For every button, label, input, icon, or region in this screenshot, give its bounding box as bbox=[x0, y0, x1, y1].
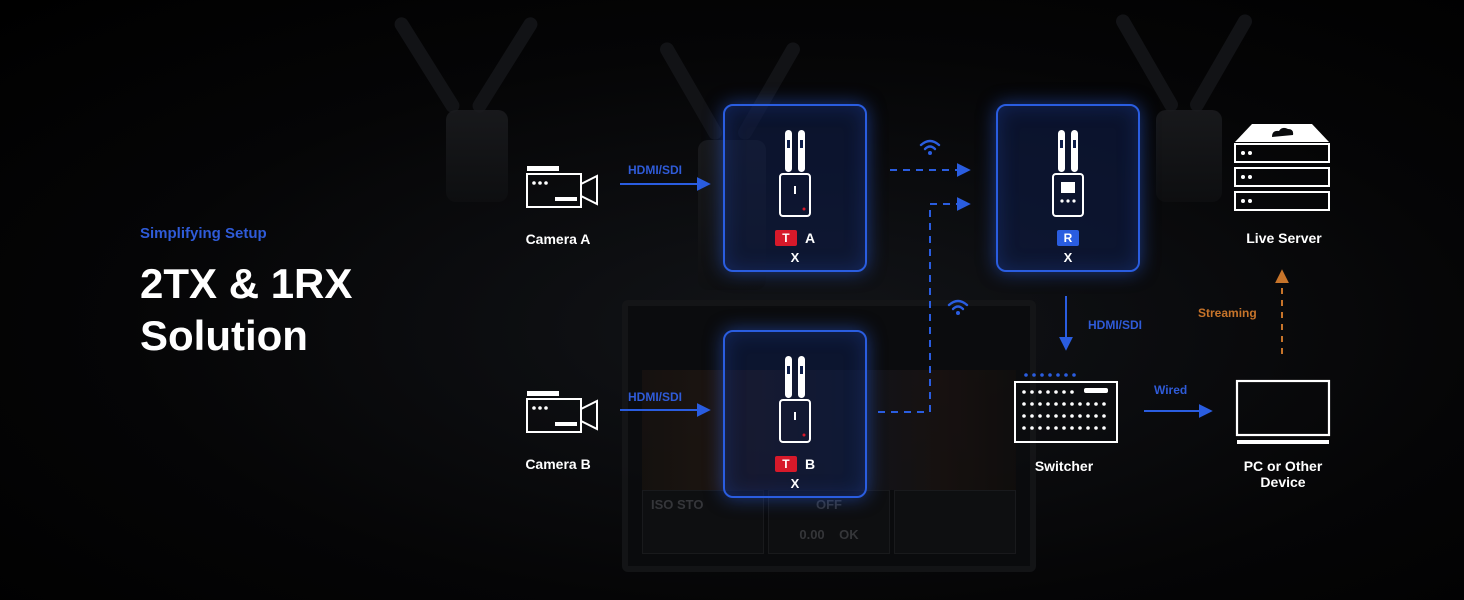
hdmi-sdi-label-b: HDMI/SDI bbox=[628, 390, 682, 404]
tx-model-label: X bbox=[790, 476, 800, 491]
bg-monitor-cell: ISO STO bbox=[642, 490, 764, 554]
tx-letter: B bbox=[804, 456, 816, 472]
bg-transmitter-device bbox=[446, 110, 508, 202]
bg-monitor-cell bbox=[894, 490, 1016, 554]
hdmi-sdi-label-rx: HDMI/SDI bbox=[1088, 318, 1142, 332]
monitor-icon bbox=[1235, 379, 1331, 444]
live-server-label: Live Server bbox=[1246, 230, 1322, 246]
transmitter-a-box: T A X bbox=[723, 104, 867, 272]
switcher-icon bbox=[1014, 373, 1118, 443]
wifi-icon bbox=[919, 139, 941, 155]
receiver-box: R X bbox=[996, 104, 1140, 272]
pc-label: PC or Other Device bbox=[1223, 458, 1343, 490]
page-title: 2TX & 1RX Solution bbox=[140, 258, 440, 362]
title-line-2: Solution bbox=[140, 312, 308, 359]
bg-receiver-device bbox=[1156, 110, 1222, 202]
tx-badge: T bbox=[774, 456, 797, 472]
switcher-label: Switcher bbox=[1034, 458, 1094, 474]
wireless-b-link bbox=[878, 197, 971, 413]
pc-label-line-2: Device bbox=[1260, 474, 1306, 490]
transmitter-b-badge-row: T B bbox=[725, 456, 865, 472]
rx-model-label: X bbox=[1063, 250, 1073, 265]
bg-ok-label: OK bbox=[839, 527, 859, 542]
tx-model-label: X bbox=[790, 250, 800, 265]
bg-monitor-cell: OFF 0.00 OK bbox=[768, 490, 890, 554]
transmitter-icon bbox=[779, 130, 811, 217]
camera-icon bbox=[526, 391, 598, 433]
receiver-icon bbox=[1052, 130, 1084, 217]
camera-b-label: Camera B bbox=[525, 456, 591, 472]
bg-time-value: 0.00 bbox=[799, 527, 825, 542]
transmitter-b-box: T B X bbox=[723, 330, 867, 498]
eyebrow-text: Simplifying Setup bbox=[140, 225, 267, 242]
receiver-badge-row: R bbox=[998, 230, 1138, 246]
camera-icon bbox=[526, 166, 598, 208]
tx-letter: A bbox=[804, 230, 816, 246]
rx-badge: R bbox=[1057, 230, 1079, 246]
server-icon bbox=[1234, 124, 1330, 211]
streaming-label: Streaming bbox=[1198, 306, 1257, 320]
bg-iso-label: ISO STO bbox=[651, 497, 704, 512]
wifi-icon bbox=[947, 299, 969, 315]
tx-badge: T bbox=[774, 230, 797, 246]
title-line-1: 2TX & 1RX bbox=[140, 260, 353, 307]
pc-label-line-1: PC or Other bbox=[1243, 458, 1323, 474]
transmitter-icon bbox=[779, 356, 811, 443]
bg-off-label: OFF bbox=[816, 497, 842, 512]
wired-label: Wired bbox=[1154, 383, 1188, 397]
transmitter-a-badge-row: T A bbox=[725, 230, 865, 246]
camera-a-label: Camera A bbox=[525, 231, 591, 247]
hdmi-sdi-label-a: HDMI/SDI bbox=[628, 163, 682, 177]
